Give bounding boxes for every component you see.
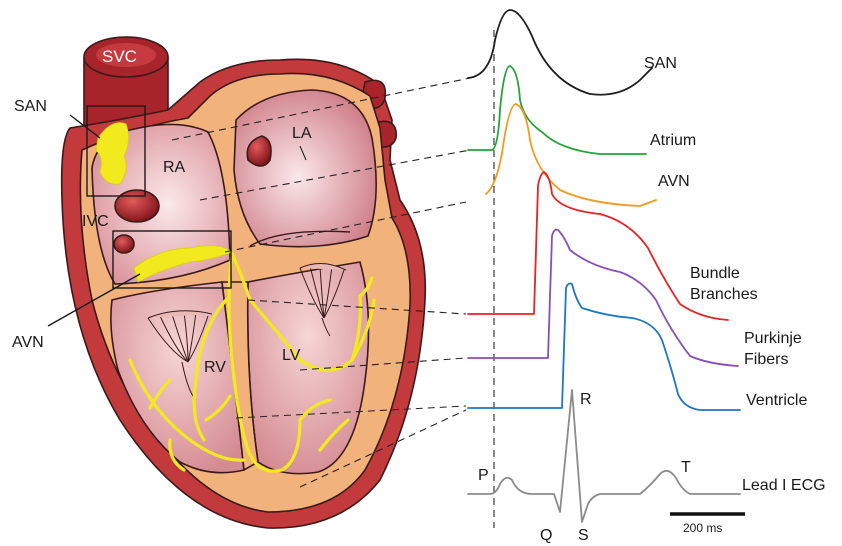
ivc-opening	[115, 190, 159, 222]
ecg-lead-label: Lead I ECG	[742, 477, 826, 494]
svc-label: SVC	[102, 47, 137, 66]
trace-san	[468, 10, 652, 95]
label-purkinje-fibers: Purkinje Fibers	[744, 330, 806, 368]
label-purkinje-line-1: Purkinje	[744, 330, 802, 347]
lv-label: LV	[282, 347, 301, 364]
left-atrium-chamber	[234, 90, 376, 247]
trace-bundle-branches	[468, 172, 728, 320]
ra-label: RA	[163, 159, 186, 176]
avn-label: AVN	[12, 334, 44, 351]
ecg-q-label: Q	[540, 527, 552, 544]
san-label: SAN	[14, 98, 47, 115]
label-ventricle: Ventricle	[746, 392, 807, 409]
ecg-t-label: T	[681, 459, 691, 476]
la-label: LA	[292, 125, 312, 142]
ivc-label: IVC	[82, 213, 109, 230]
right-ventricle-chamber	[111, 282, 244, 473]
ecg-p-label: P	[478, 467, 489, 484]
label-purkinje-line-2: Fibers	[744, 351, 788, 368]
label-avn: AVN	[658, 173, 690, 190]
label-bundle-branches: Bundle Branches	[690, 265, 758, 303]
ecg-r-label: R	[580, 391, 592, 408]
ecg-trace-group: P Q R S T Lead I ECG 200 ms	[468, 390, 826, 544]
heart-illustration: SVC SAN RA LA IVC AVN RV LV	[12, 37, 425, 528]
trace-avn	[486, 104, 656, 206]
ecg-s-label: S	[578, 527, 589, 544]
label-san: SAN	[644, 55, 677, 72]
action-potentials	[468, 10, 740, 410]
rv-label: RV	[204, 359, 226, 376]
label-atrium: Atrium	[650, 132, 696, 149]
trace-labels: SAN Atrium AVN Bundle Branches Purkinje …	[644, 55, 807, 409]
label-bundle-line-1: Bundle	[690, 265, 740, 282]
label-bundle-line-2: Branches	[690, 286, 758, 303]
trace-atrium	[468, 66, 646, 154]
coronary-sinus-opening	[114, 235, 134, 253]
scale-bar-label: 200 ms	[683, 521, 722, 535]
